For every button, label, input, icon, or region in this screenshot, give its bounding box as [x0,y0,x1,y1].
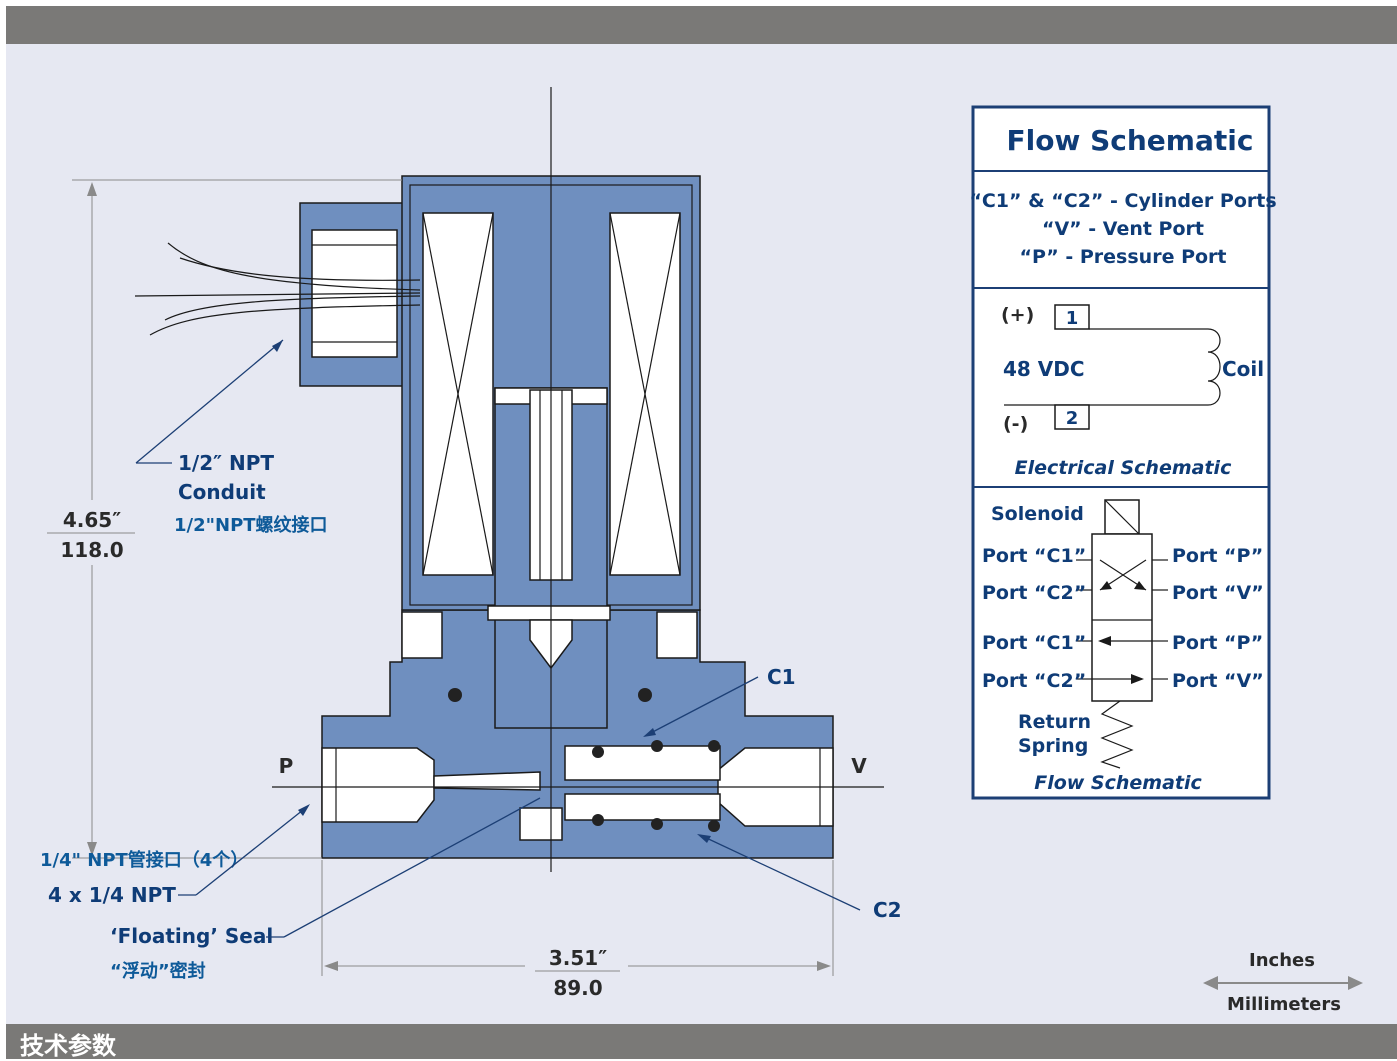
coil-winding-right [609,212,681,576]
flow-v-bot: Port “V” [1172,670,1264,692]
height-dimension: 4.65″ 118.0 [47,179,402,859]
conduit-label-line2: Conduit [178,480,266,504]
flow-p-bot: Port “P” [1172,632,1263,654]
conduit-label-cn: 1/2"NPT螺纹接口 [174,514,328,536]
height-inches-label: 4.65″ [63,508,121,532]
footer-bar: 技术参数 [6,1024,1397,1060]
flow-c1-top: Port “C1” [982,545,1086,567]
voltage-label: 48 VDC [1003,357,1085,381]
conduit-label-line1: 1/2″ NPT [178,451,274,475]
seal-label-en: ‘Floating’ Seal [110,924,273,948]
pin-1-label: 1 [1066,308,1079,329]
pin-2-label: 2 [1066,408,1079,429]
width-dimension: 3.51″ 89.0 [321,860,834,1000]
legend-ports-line3: “P” - Pressure Port [1020,246,1227,268]
legend-ports-line1: “C1” & “C2” - Cylinder Ports [969,190,1276,212]
callouts: P V C1 C2 1/2″ NPT Conduit 1/2"NPT螺纹接口 1… [40,339,902,982]
coil-symbol [1207,328,1221,406]
npt-label-cn: 1/4" NPT管接口（4个） [40,849,248,871]
port-c2-label: C2 [873,898,902,922]
electrical-caption: Electrical Schematic [1015,457,1232,479]
minus-label: (-) [1003,413,1028,435]
units-legend: Inches Millimeters [1203,950,1363,1015]
flow-schematic-legend: Flow Schematic “C1” & “C2” - Cylinder Po… [969,105,1277,800]
valve-cross-section [134,87,884,872]
flow-caption: Flow Schematic [1034,772,1202,794]
return-spring-symbol [1100,700,1134,769]
valve-flow-symbol: Solenoid Port “C1” Port “C2” Port [982,499,1264,794]
width-inches-label: 3.51″ [549,946,607,970]
npt-label-en: 4 x 1/4 NPT [48,883,176,907]
flow-c1-bot: Port “C1” [982,632,1086,654]
width-mm-label: 89.0 [553,976,602,1000]
seal-label-cn: “浮动”密封 [110,960,206,982]
millimeters-label: Millimeters [1227,994,1341,1015]
height-mm-label: 118.0 [60,538,123,562]
flow-c2-bot: Port “C2” [982,670,1086,692]
flow-p-top: Port “P” [1172,545,1263,567]
port-p-label: P [279,754,294,778]
port-c1-label: C1 [767,665,796,689]
top-header-bar [6,6,1397,44]
plus-label: (+) [1001,304,1034,326]
legend-title: Flow Schematic [1007,124,1254,157]
pin [487,605,611,621]
flow-v-top: Port “V” [1172,582,1264,604]
return-label: Return [1018,711,1091,733]
flow-c2-top: Port “C2” [982,582,1086,604]
spring-label: Spring [1018,735,1088,757]
footer-title: 技术参数 [20,1032,116,1060]
port-v-label: V [851,754,867,778]
electrical-schematic: (+) 1 48 VDC Coil (-) 2 Electrical Schem… [1001,304,1264,479]
legend-ports-line2: “V” - Vent Port [1042,218,1204,240]
coil-label: Coil [1222,357,1264,381]
coil-winding-left [422,212,494,576]
port-p-bore [321,747,435,823]
inches-label: Inches [1249,950,1315,971]
solenoid-label: Solenoid [991,503,1084,525]
